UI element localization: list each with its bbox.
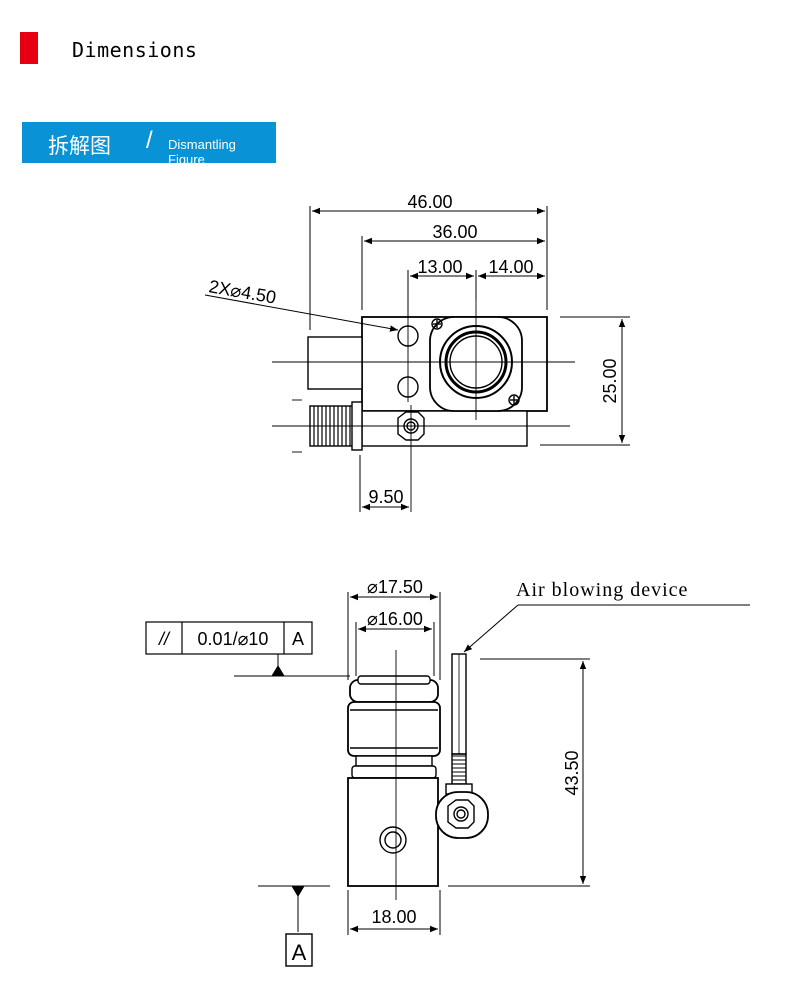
dim-9-50: 9.50 [368, 487, 403, 507]
dim-46: 46.00 [407, 192, 452, 212]
side-view-dimension-labels: // 0.01/⌀10 A ⌀17.50 ⌀16.00 43.50 18.00 [157, 577, 582, 927]
dim-14: 14.00 [488, 257, 533, 277]
side-view-dimensions [234, 592, 750, 935]
section-marker-icon [20, 32, 46, 74]
parallelism-symbol: // [157, 629, 171, 649]
tolerance-value: 0.01/⌀10 [198, 629, 269, 649]
banner-chinese-label: 拆解图 [48, 134, 111, 158]
banner-english-label: Dismantling Figure [168, 137, 236, 167]
dim-43-50: 43.50 [562, 750, 582, 795]
datum-box [285, 933, 313, 967]
banner-separator: / [146, 127, 153, 154]
dim-13: 13.00 [417, 257, 462, 277]
dim-17-50: ⌀17.50 [367, 577, 423, 597]
air-blowing-label: Air blowing device [516, 579, 688, 601]
top-view-dimension-labels: 46.00 36.00 13.00 14.00 2X⌀4.50 25.00 9.… [207, 192, 620, 507]
dim-36: 36.00 [432, 222, 477, 242]
tolerance-frame [145, 621, 313, 655]
datum-label: A [292, 940, 307, 965]
page-title: Dimensions [72, 38, 198, 62]
dim-25: 25.00 [600, 358, 620, 403]
tolerance-datum: A [292, 629, 304, 649]
top-view-drawing [272, 300, 575, 512]
dim-16: ⌀16.00 [367, 609, 423, 629]
dismantling-figure-banner: 拆解图 / Dismantling Figure [22, 122, 276, 167]
side-view-drawing [347, 650, 489, 900]
page-header: Dimensions [0, 0, 800, 100]
dim-holes: 2X⌀4.50 [207, 276, 277, 307]
top-view-dimensions [204, 206, 630, 512]
dim-18: 18.00 [371, 907, 416, 927]
